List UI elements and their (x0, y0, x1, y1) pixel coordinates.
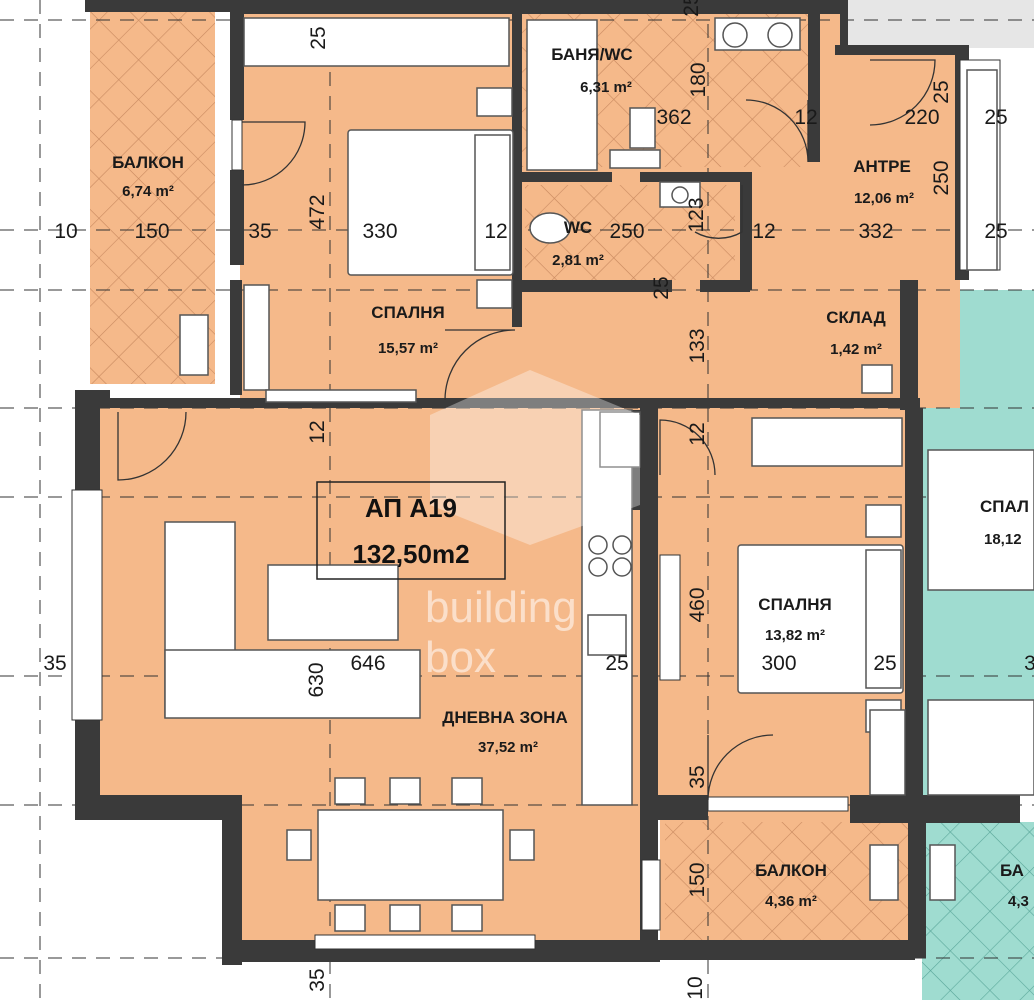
living-name: ДНЕВНА ЗОНА (442, 708, 567, 727)
dim-label: 25 (873, 652, 896, 675)
apartment-code: АП А19 (365, 493, 457, 523)
dim-label: 250 (930, 160, 953, 195)
dim-label: 300 (761, 652, 796, 675)
bath-name: БАНЯ/WC (551, 45, 632, 64)
dim-label: 25 (930, 80, 953, 103)
dim-label: 10 (54, 220, 77, 243)
dim-label: 472 (306, 194, 329, 229)
dim-label: 35 (686, 765, 709, 788)
neighbor-balcony-area: 4,3 (1008, 893, 1029, 910)
apartment-total-area: 132,50m2 (352, 539, 469, 569)
watermark-line1: building (425, 583, 577, 632)
dim-label: 35 (306, 968, 329, 991)
wc-name: WC (564, 218, 592, 237)
dim-label: 12 (306, 420, 329, 443)
dim-label: 460 (686, 587, 709, 622)
dim-label: 123 (685, 197, 708, 232)
dim-label: 362 (656, 106, 691, 129)
balcony-bottom-floor (665, 822, 908, 942)
dim-label: 150 (134, 220, 169, 243)
bedroom1-name: СПАЛНЯ (371, 303, 444, 322)
neighbor-balcony-name: БА (1000, 861, 1024, 880)
dim-label: 25 (984, 220, 1007, 243)
dim-label: 35 (43, 652, 66, 675)
bedroom1-area: 15,57 m² (378, 340, 438, 357)
balcony-left-name: БАЛКОН (112, 153, 184, 172)
dim-label: 25 (680, 0, 703, 17)
bedroom2-name: СПАЛНЯ (758, 595, 831, 614)
dim-label: 12 (686, 422, 709, 445)
dim-label: 630 (305, 662, 328, 697)
storage-area: 1,42 m² (830, 341, 882, 358)
room-labels: БАЛКОН 6,74 m² БАНЯ/WC 6,31 m² WC 2,81 m… (112, 45, 1029, 910)
dim-label: 25 (984, 106, 1007, 129)
balcony-left-area: 6,74 m² (122, 183, 174, 200)
dim-label: 25 (605, 652, 628, 675)
dim-label: 150 (686, 862, 709, 897)
watermark: building box (425, 370, 640, 682)
dim-label: 180 (687, 62, 710, 97)
dim-label: 12 (794, 106, 817, 129)
bedroom2-area: 13,82 m² (765, 627, 825, 644)
balcony-bottom-area: 4,36 m² (765, 893, 817, 910)
dim-label: 250 (609, 220, 644, 243)
doors (117, 59, 936, 801)
storage-name: СКЛАД (826, 308, 886, 327)
entrance-name: АНТРЕ (853, 157, 911, 176)
furniture (164, 17, 1034, 932)
dim-label: 25 (650, 276, 673, 299)
dimension-labels: 25 25 180 362 12 220 25 25 250 10 150 35… (43, 0, 1034, 1000)
balcony-bottom-name: БАЛКОН (755, 861, 827, 880)
apartment-floor (100, 12, 960, 940)
neighbor-bedroom-area: 18,12 (984, 531, 1022, 548)
dim-label: 330 (362, 220, 397, 243)
dim-label: 12 (752, 220, 775, 243)
dim-label: 220 (904, 106, 939, 129)
apartment-title-box (316, 481, 506, 580)
wc-area: 2,81 m² (552, 252, 604, 269)
dim-label: 25 (307, 26, 330, 49)
dim-label: 10 (684, 976, 707, 999)
neighbor-bedroom-name: СПАЛ (980, 497, 1029, 516)
dim-label: 35 (248, 220, 271, 243)
stair-area (840, 0, 1034, 48)
walls (75, 0, 1020, 965)
dim-label: 3 (1024, 652, 1034, 675)
dim-label: 332 (858, 220, 893, 243)
bath-area: 6,31 m² (580, 79, 632, 96)
living-area: 37,52 m² (478, 739, 538, 756)
watermark-line2: box (425, 633, 496, 682)
dim-label: 12 (484, 220, 507, 243)
dim-label: 133 (686, 328, 709, 363)
dim-label: 646 (350, 652, 385, 675)
entrance-area: 12,06 m² (854, 190, 914, 207)
